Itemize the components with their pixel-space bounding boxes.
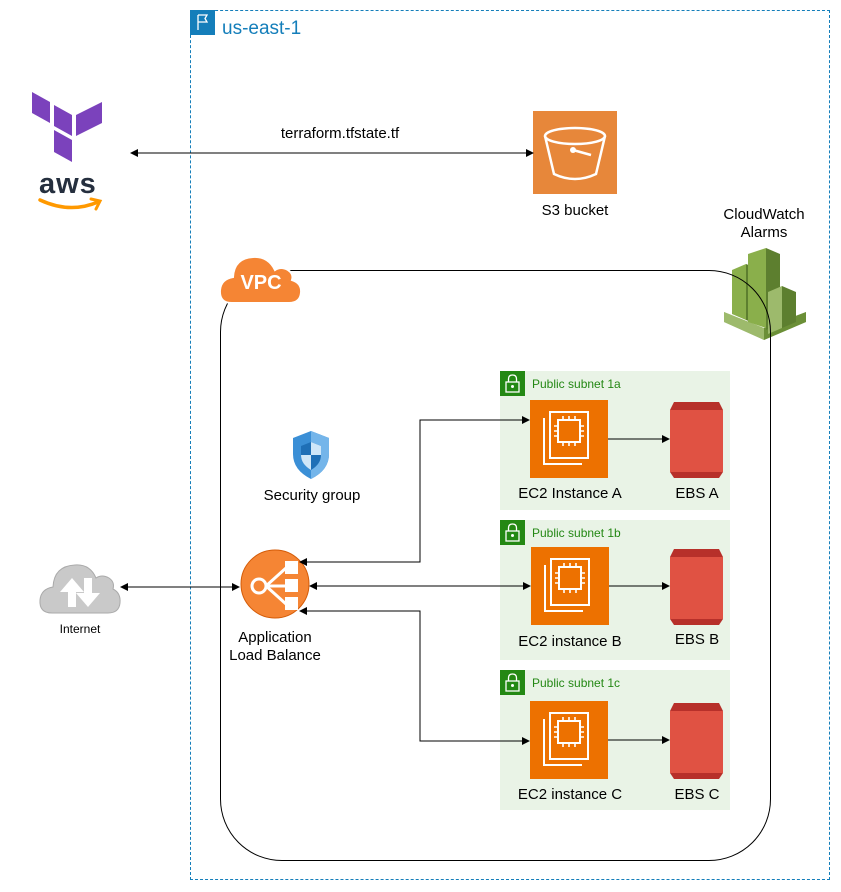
cloudwatch-label-line1: CloudWatch [723,206,805,223]
alb-label-line2: Load Balance [229,647,321,664]
region-container [190,10,830,880]
state-link-label: terraform.tfstate.tf [280,125,400,142]
security-group-shield-icon [291,430,331,480]
ec2-instance-c-icon[interactable] [530,701,608,779]
region-flag-icon [190,10,215,35]
ec2-instance-a-icon[interactable] [530,400,608,478]
internet-label: Internet [59,622,101,636]
terraform-logo-icon [30,92,106,172]
s3-label: S3 bucket [541,202,609,219]
vpc-container [220,270,771,861]
aws-logo-icon: aws [36,168,108,212]
ebs-a-label: EBS A [675,485,719,502]
ec2-instance-c-label: EC2 instance C [517,786,623,803]
vpc-badge: VPC [240,272,282,294]
region-label: us-east-1 [222,18,302,39]
vpc-cloud-icon: VPC [218,252,304,306]
s3-bucket-icon[interactable] [533,111,617,194]
subnet-title: Public subnet 1c [532,676,621,690]
subnet-lock-icon [500,670,525,695]
aws-logo-text: aws [39,168,97,200]
ebs-volume-b-icon[interactable] [670,549,723,625]
ec2-instance-b-icon[interactable] [531,547,609,625]
security-group-label: Security group [263,487,361,504]
internet-cloud-icon[interactable] [38,560,122,615]
subnet-title: Public subnet 1a [532,377,621,391]
ec2-instance-a-label: EC2 Instance A [518,485,622,502]
cloudwatch-label-line2: Alarms [740,224,788,241]
ebs-c-label: EBS C [674,786,720,803]
ebs-volume-a-icon[interactable] [670,402,723,478]
ec2-instance-b-label: EC2 instance B [518,633,622,650]
load-balancer-icon[interactable] [240,549,310,619]
subnet-title: Public subnet 1b [532,526,621,540]
ebs-volume-c-icon[interactable] [670,703,723,779]
subnet-lock-icon [500,371,525,396]
subnet-lock-icon [500,520,525,545]
alb-label-line1: Application [238,629,312,646]
ebs-b-label: EBS B [674,631,720,648]
